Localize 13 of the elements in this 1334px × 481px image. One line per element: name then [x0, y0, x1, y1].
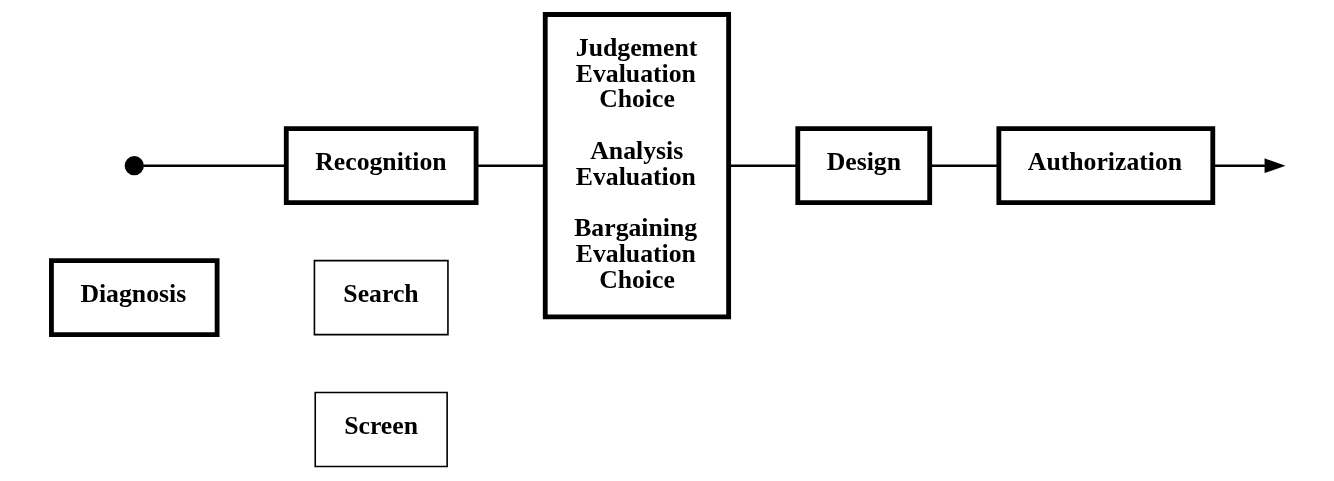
node-box: Recognition — [283, 126, 478, 206]
node-box: Diagnosis — [48, 258, 220, 337]
connector — [142, 164, 286, 167]
node-box: Authorization — [995, 126, 1215, 206]
node-box: Screen — [313, 391, 448, 468]
node-circle — [124, 156, 144, 176]
arrow — [1212, 158, 1285, 174]
node-box: Design — [794, 126, 932, 206]
connector — [728, 164, 798, 167]
connector — [929, 164, 999, 167]
node-box: Judgement Evaluation Choice Analysis Evaluation Bargaining Evaluation Choice — [542, 12, 731, 320]
connector — [475, 164, 545, 167]
node-box: Search — [313, 259, 449, 336]
